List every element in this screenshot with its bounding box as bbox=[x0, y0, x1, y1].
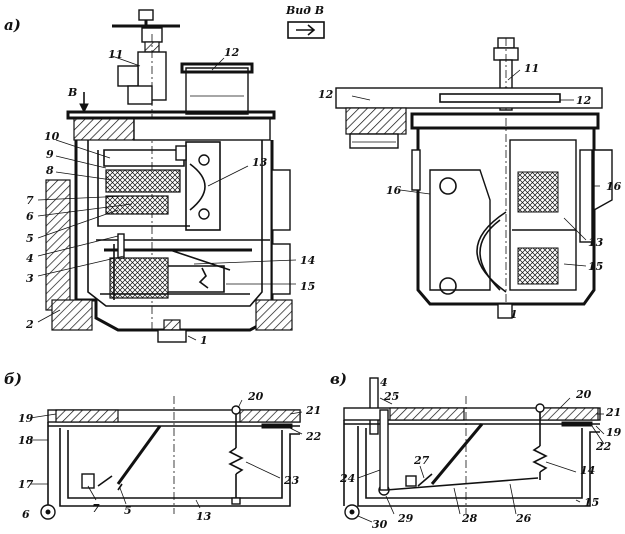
callout-a-9: 9 bbox=[46, 148, 54, 161]
panel-a-section: а) bbox=[4, 9, 315, 347]
callout-a-3: 3 bbox=[26, 272, 34, 285]
callout-v-19: 19 bbox=[606, 426, 622, 439]
callout-v-4: 4 bbox=[380, 376, 388, 389]
panel-label-a: а) bbox=[4, 16, 21, 34]
leader-lines-v bbox=[357, 397, 605, 523]
leader-lines-view-b bbox=[351, 69, 600, 267]
callout-v-14: 14 bbox=[580, 464, 595, 477]
callout-b6-6: 6 bbox=[22, 508, 30, 521]
callout-b6-19: 19 bbox=[18, 412, 34, 425]
callout-b-11: 11 bbox=[524, 62, 539, 75]
callout-a-14: 14 bbox=[300, 254, 315, 267]
callout-b6-13: 13 bbox=[196, 510, 212, 523]
callout-a-8: 8 bbox=[46, 164, 54, 177]
callout-v-26: 26 bbox=[515, 512, 532, 525]
callout-b6-23: 23 bbox=[283, 474, 300, 487]
callout-b6-21: 21 bbox=[305, 404, 321, 417]
callout-b-12-right: 12 bbox=[576, 94, 592, 107]
callout-b6-22: 22 bbox=[305, 430, 322, 443]
callout-v-21: 21 bbox=[605, 406, 621, 419]
callout-b-13: 13 bbox=[588, 236, 604, 249]
callout-v-30: 30 bbox=[372, 518, 388, 531]
callout-b6-20: 20 bbox=[247, 390, 264, 403]
leader-lines-a bbox=[37, 55, 297, 341]
callout-a-5: 5 bbox=[26, 232, 34, 245]
panel-v-scheme: в) bbox=[330, 370, 622, 531]
callout-b-1: 1 bbox=[510, 308, 518, 321]
callout-v-28: 28 bbox=[461, 512, 478, 525]
callout-v-24: 24 bbox=[339, 472, 355, 485]
arrow-letter: В bbox=[67, 86, 77, 99]
callout-b6-17: 17 bbox=[18, 478, 34, 491]
callout-v-20: 20 bbox=[575, 388, 592, 401]
callout-v-27: 27 bbox=[413, 454, 430, 467]
leader-lines-b bbox=[29, 399, 303, 509]
panel-a-view-b: Вид В bbox=[285, 4, 622, 321]
callout-a-10: 10 bbox=[44, 130, 60, 143]
callout-a-7: 7 bbox=[26, 194, 34, 207]
callout-a-11: 11 bbox=[108, 48, 123, 61]
callout-b6-18: 18 bbox=[18, 434, 34, 447]
callout-b6-5: 5 bbox=[124, 504, 132, 517]
callout-b6-7: 7 bbox=[92, 502, 100, 515]
callout-b-16-left: 16 bbox=[386, 184, 402, 197]
callout-a-6: 6 bbox=[26, 210, 34, 223]
panel-label-b: б) bbox=[4, 370, 22, 388]
callout-v-22: 22 bbox=[595, 440, 612, 453]
callout-a-1: 1 bbox=[200, 334, 208, 347]
callout-a-2: 2 bbox=[25, 318, 34, 331]
callout-a-15: 15 bbox=[300, 280, 315, 293]
callout-a-12: 12 bbox=[224, 46, 240, 59]
callout-b-15: 15 bbox=[588, 260, 603, 273]
view-title: Вид В bbox=[285, 4, 324, 17]
panel-b-scheme: б) bbox=[4, 370, 322, 523]
callout-a-4: 4 bbox=[26, 252, 34, 265]
callout-v-25: 25 bbox=[383, 390, 399, 403]
callout-b-16-right: 16 bbox=[606, 180, 622, 193]
panel-label-v: в) bbox=[330, 370, 347, 388]
callout-b-12-left: 12 bbox=[318, 88, 334, 101]
callout-a-13: 13 bbox=[252, 156, 268, 169]
callout-v-15: 15 bbox=[584, 496, 599, 509]
callout-v-29: 29 bbox=[397, 512, 414, 525]
